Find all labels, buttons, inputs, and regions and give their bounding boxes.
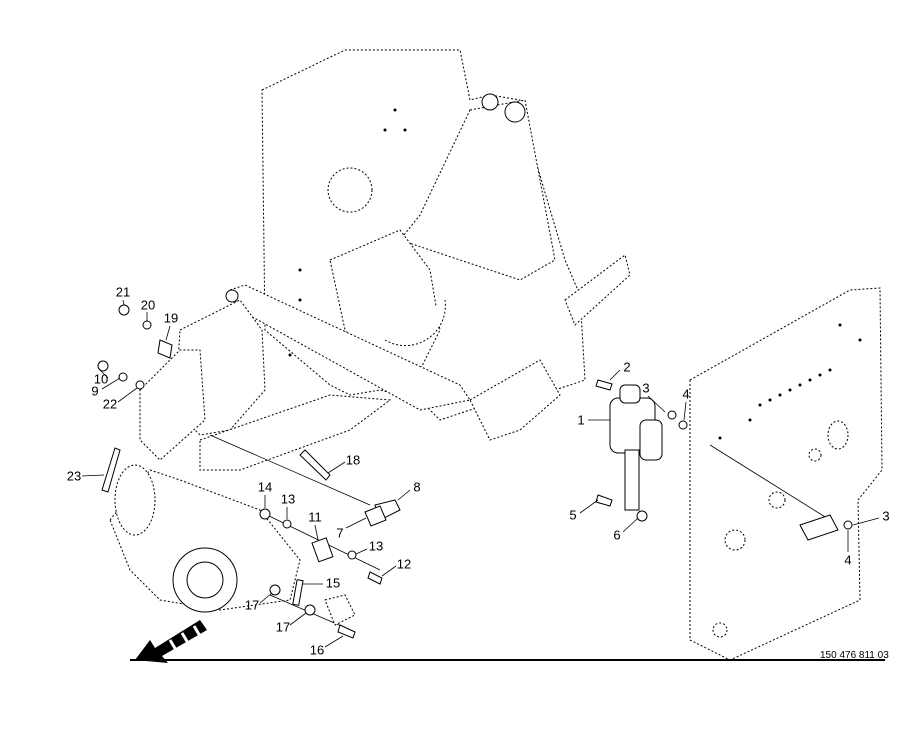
callout-18: 18 [345,452,361,468]
travel-direction-arrow-icon [135,620,207,663]
drawing-number: 150 476 811 03 [820,650,889,661]
callout-16: 16 [309,642,325,658]
frame-arm [399,99,556,281]
callout-4b: 4 [844,552,852,568]
part-23 [101,447,121,493]
callout-3b: 3 [882,508,890,524]
callout-3: 3 [642,380,650,396]
callout-19: 19 [163,310,179,326]
callout-13b: 13 [368,538,384,554]
pivot [481,93,499,111]
callout-11: 11 [308,509,322,525]
callout-8: 8 [413,479,421,495]
callout-9: 9 [91,383,99,399]
callout-4: 4 [682,386,690,402]
side-plate [689,287,883,661]
callout-12: 12 [396,556,412,572]
callout-10: 10 [93,371,109,387]
callout-6: 6 [613,527,621,543]
callout-21: 21 [115,284,131,300]
callout-13: 13 [280,491,296,507]
callout-22: 22 [102,396,118,412]
callout-2: 2 [623,359,631,375]
callout-7: 7 [336,525,344,541]
callout-17b: 17 [275,619,291,635]
callout-23: 23 [66,468,82,484]
callout-20: 20 [140,297,156,313]
callout-1: 1 [577,412,585,428]
callout-15: 15 [325,575,341,591]
callout-14: 14 [257,479,273,495]
callout-17: 17 [244,597,260,613]
callout-5: 5 [569,507,577,523]
